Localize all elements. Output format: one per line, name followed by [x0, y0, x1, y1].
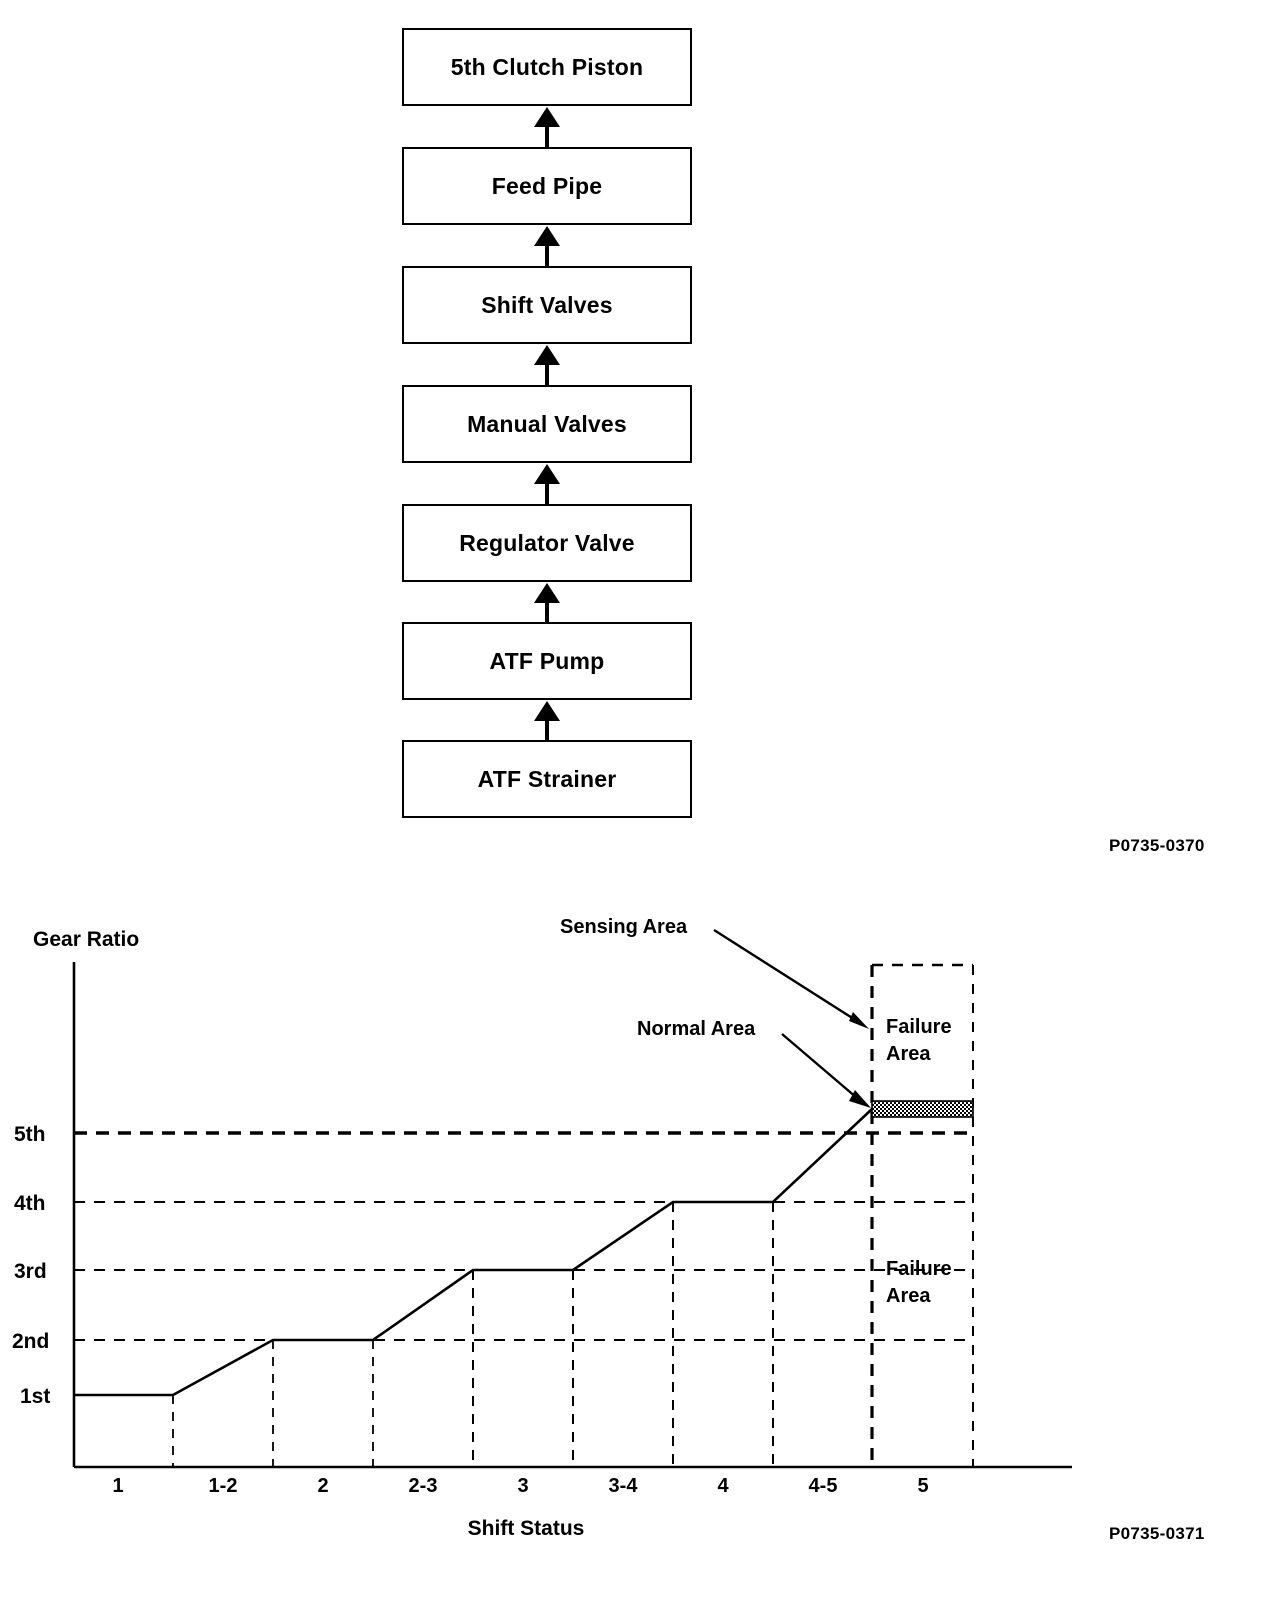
flow-box-label: ATF Pump	[489, 647, 605, 674]
arrow-head-icon	[534, 345, 560, 365]
flow-box-label: Regulator Valve	[459, 529, 635, 556]
arrow-shaft	[545, 597, 549, 623]
x-axis-title: Shift Status	[468, 1517, 585, 1540]
flow-box-label: ATF Strainer	[477, 765, 617, 792]
failure-area-lower-line2: Area	[886, 1285, 931, 1307]
failure-area-upper-line1: Failure	[886, 1016, 952, 1038]
flow-box-regulator-valve: Regulator Valve	[402, 504, 692, 582]
x-tick-label-3: 3	[517, 1475, 528, 1497]
flow-arrow-up-1	[534, 701, 560, 741]
x-tick-label-1-2: 1-2	[209, 1475, 238, 1497]
flow-box-atf-pump: ATF Pump	[402, 622, 692, 700]
y-tick-label-4th: 4th	[14, 1192, 46, 1215]
y-tick-label-2nd: 2nd	[12, 1330, 49, 1353]
flow-arrow-up-4	[534, 345, 560, 385]
x-tick-label-2: 2	[317, 1475, 328, 1497]
figure-reference-code-bottom: P0735-0371	[1109, 1524, 1205, 1543]
y-tick-label-3rd: 3rd	[14, 1260, 47, 1283]
y-tick-label-5th: 5th	[14, 1123, 46, 1146]
failure-area-upper-line2: Area	[886, 1043, 931, 1065]
x-tick-label-4: 4	[717, 1475, 729, 1497]
arrow-shaft	[545, 240, 549, 266]
arrow-head-icon	[534, 701, 560, 721]
annotation-normal-area-arrowhead-icon	[849, 1090, 871, 1108]
arrow-shaft	[545, 715, 549, 741]
flow-box-5th-clutch-piston: 5th Clutch Piston	[402, 28, 692, 106]
hydraulic-flow-diagram: 5th Clutch Piston Feed Pipe Shift Valves…	[402, 28, 1205, 855]
gear-ratio-shift-status-chart: Gear Ratio 5th 4th 3rd 2nd 1st Failure A…	[0, 880, 1264, 1602]
flow-arrow-up-3	[534, 464, 560, 504]
x-tick-label-1: 1	[112, 1475, 123, 1497]
gear-ratio-line	[74, 1108, 873, 1397]
sensing-band	[871, 1100, 974, 1118]
flow-box-label: Feed Pipe	[491, 172, 603, 199]
flow-arrow-up-2	[534, 583, 560, 623]
arrow-head-icon	[534, 464, 560, 484]
y-axis-title: Gear Ratio	[33, 928, 139, 951]
x-tick-label-5: 5	[917, 1475, 928, 1497]
arrow-shaft	[545, 478, 549, 504]
y-tick-label-1st: 1st	[20, 1385, 50, 1408]
flow-box-label: Shift Valves	[481, 291, 613, 318]
arrow-shaft	[545, 359, 549, 385]
annotation-sensing-area-leader	[713, 928, 858, 1023]
x-tick-label-4-5: 4-5	[809, 1475, 838, 1497]
x-tick-label-3-4: 3-4	[609, 1475, 639, 1497]
flow-box-feed-pipe: Feed Pipe	[402, 147, 692, 225]
figure-reference-code-top: P0735-0370	[1109, 836, 1205, 855]
flow-box-atf-strainer: ATF Strainer	[402, 740, 692, 818]
arrow-head-icon	[534, 583, 560, 603]
flow-box-label: Manual Valves	[467, 410, 627, 437]
flow-arrow-up-6	[534, 107, 560, 147]
arrow-head-icon	[534, 107, 560, 127]
failure-area-lower-line1: Failure	[886, 1258, 952, 1280]
annotation-normal-area-label: Normal Area	[637, 1018, 756, 1040]
annotation-sensing-area-arrowhead-icon	[849, 1012, 869, 1029]
x-tick-label-2-3: 2-3	[409, 1475, 438, 1497]
arrow-head-icon	[534, 226, 560, 246]
flow-box-shift-valves: Shift Valves	[402, 266, 692, 344]
flow-arrow-up-5	[534, 226, 560, 266]
annotation-normal-area-leader	[781, 1033, 858, 1099]
flow-box-label: 5th Clutch Piston	[450, 53, 644, 80]
arrow-shaft	[545, 121, 549, 147]
flow-box-manual-valves: Manual Valves	[402, 385, 692, 463]
annotation-sensing-area-label: Sensing Area	[560, 916, 688, 938]
